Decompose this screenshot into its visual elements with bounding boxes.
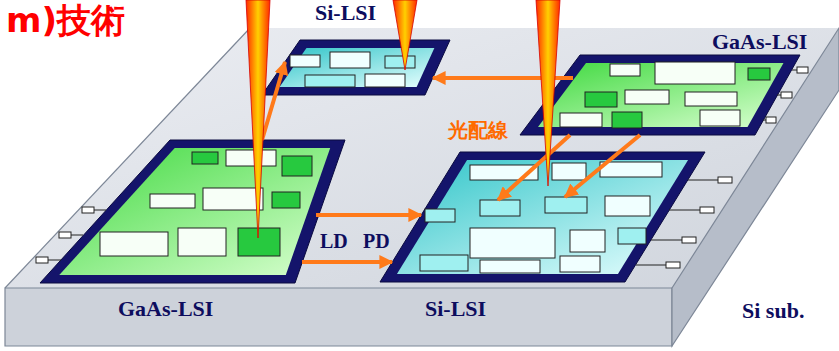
laser-beam [393,0,417,70]
chip-frame [40,140,345,283]
component [470,228,555,258]
chip-frame [520,55,800,135]
optical-wiring-label: 光配線 [448,118,508,142]
substrate-label: Si sub. [742,300,804,322]
label-holder: Si-LSI [315,2,376,24]
bond-pad [797,67,808,73]
chip-die [59,148,330,275]
bond-pad [781,92,792,98]
label-holder: Si-LSI [425,298,486,320]
chip-die [280,48,435,87]
component [192,152,218,164]
label-holder: GaAs-LSI [118,298,213,320]
component [612,112,642,128]
title-fragment: m)技術 [6,0,125,40]
component [100,232,168,256]
bond-wire [792,70,797,71]
component [610,64,640,76]
chip-frame [380,152,705,282]
optical-link [302,260,392,264]
laser-beam [246,0,270,238]
photodiode [425,209,455,222]
component [570,230,605,252]
optical-link [316,213,421,217]
component [330,52,370,68]
component [748,68,770,80]
component [552,163,586,180]
bond-pad [766,117,776,123]
substrate-edge [5,28,250,288]
component [365,74,405,87]
component [226,150,276,166]
component [625,90,669,104]
bond-wire [94,210,106,211]
component [700,110,740,126]
gaas-components [100,62,770,256]
component [203,188,263,210]
photodiode [545,197,587,213]
label-holder: 光配線 [448,118,508,142]
photodiode [480,200,520,216]
component [290,55,320,67]
part-label: LD [320,231,348,251]
label-holder: Si sub. [742,300,804,322]
chip-label: Si-LSI [315,2,376,24]
bond-wire [777,95,781,96]
component [305,75,355,87]
bond-pad [682,237,696,243]
chip-frame [262,40,450,95]
bond-pad [82,207,94,213]
bond-pad [666,262,680,268]
component [150,194,195,208]
component [480,260,540,273]
part-label: PD [363,231,390,251]
chip-label: GaAs-LSI [712,31,807,53]
label-holder: GaAs-LSI [712,31,807,53]
laser-diode [238,228,280,256]
bond-pad [36,257,48,263]
component [272,192,300,208]
photodiode [420,255,468,271]
bond-pads [36,67,808,268]
laser-beam [536,0,560,186]
component [178,228,226,256]
bond-wire [688,180,718,181]
optical-link [498,135,570,200]
chip-label: Si-LSI [425,298,486,320]
substrate-front [5,288,672,346]
component [560,256,600,272]
component [600,162,662,177]
si-components [290,52,662,273]
optical-link [565,135,640,197]
component [618,228,646,244]
label-holder: LD [320,231,348,252]
bond-pad [700,207,714,213]
component [655,62,735,84]
bond-wire [669,210,700,211]
chip-die [538,63,784,127]
bond-wire [636,265,666,266]
bond-wire [71,235,83,236]
chip-label: GaAs-LSI [118,298,213,320]
component [282,156,312,176]
bond-wire [48,260,61,261]
component [560,113,602,127]
component [685,92,737,106]
component [585,92,617,107]
label-holder: m)技術 [6,0,125,40]
component [385,56,415,68]
bond-wire [651,240,682,241]
label-holder: PD [363,231,390,252]
component [605,196,650,216]
chip-die [397,160,688,274]
bond-pad [718,177,732,183]
bond-pad [59,232,71,238]
